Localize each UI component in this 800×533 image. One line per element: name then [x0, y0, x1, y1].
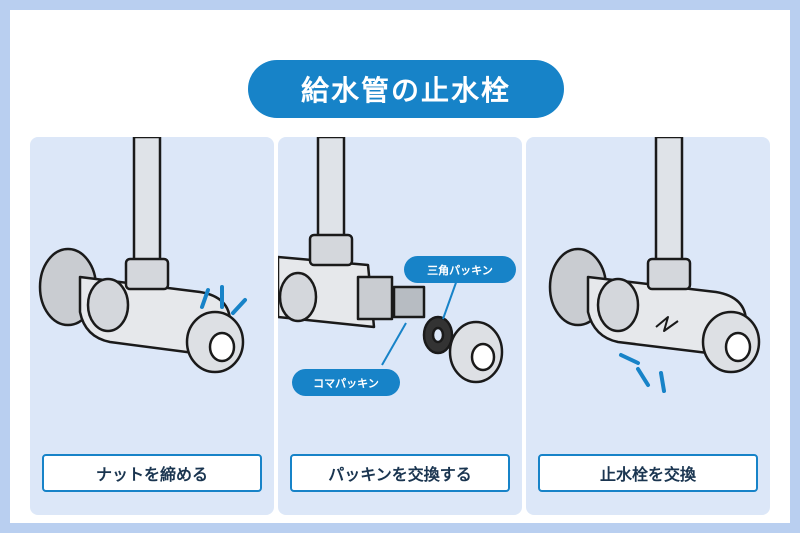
caption-tighten-nut: ナットを締める — [42, 454, 262, 492]
caption-text: ナットを締める — [95, 465, 208, 484]
callout-triangle-packing: 三角パッキン — [404, 256, 516, 283]
caption-replace-packing: パッキンを交換する — [290, 454, 510, 492]
caption-replace-stopcock: 止水栓を交換 — [538, 454, 758, 492]
title-badge: 給水管の止水栓 — [248, 60, 564, 118]
faucet-illustration-3 — [548, 137, 761, 393]
caption-text: 止水栓を交換 — [599, 465, 696, 484]
panel-replace-packing: 三角パッキン コマパッキン パッキンを交換する — [278, 137, 522, 515]
caption-text: パッキンを交換する — [328, 465, 472, 484]
faucet-illustration-2 — [278, 137, 504, 384]
callout-koma-packing: コマパッキン — [292, 369, 400, 396]
diagram-frame: 給水管の止水栓 — [10, 10, 790, 523]
panel-replace-stopcock: 止水栓を交換 — [526, 137, 770, 515]
callout-text: コマパッキン — [313, 376, 379, 390]
panel-tighten-nut: ナットを締める — [30, 137, 274, 515]
callout-text: 三角パッキン — [427, 263, 493, 277]
faucet-illustration-1 — [38, 137, 247, 374]
page-title: 給水管の止水栓 — [300, 74, 511, 107]
